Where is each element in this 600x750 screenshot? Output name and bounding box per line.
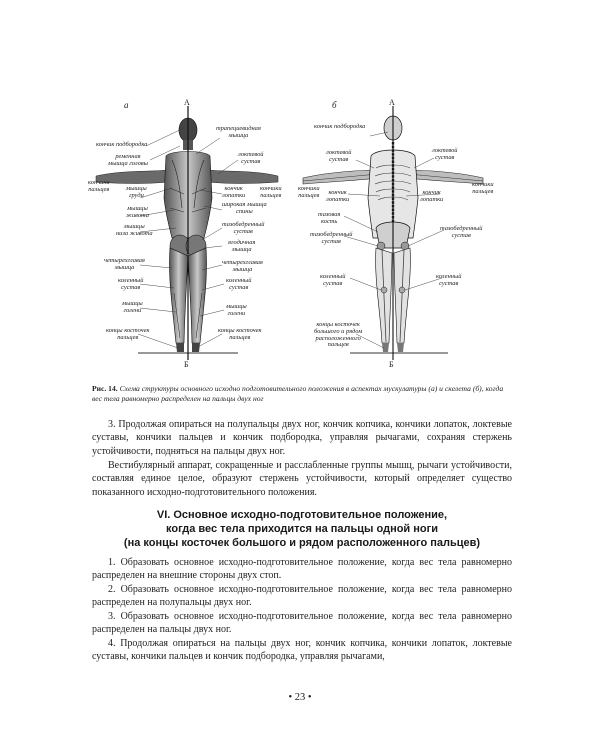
axis-a-top: А (184, 98, 190, 107)
label-a-chin: кончик подбородка (96, 141, 148, 148)
axis-a-bottom: Б (184, 360, 189, 369)
section-heading-line-2: когда вес тела приходится на пальцы одно… (166, 523, 438, 535)
axis-b-bottom: Б (389, 360, 394, 369)
section-heading-line-3: (на концы косточек большого и рядом расп… (123, 537, 481, 549)
section-heading: VI. Основное исходно-подготовительное по… (92, 508, 512, 550)
paragraph-vestibular: Вестибулярный аппарат, сокращенные и рас… (92, 460, 512, 498)
section-heading-line-1: VI. Основное исходно-подготовительное по… (156, 509, 448, 521)
figure-b-skeletal (302, 106, 484, 360)
figure-a-letter: а (124, 100, 129, 110)
paragraph-item-3: 3. Образовать основное исходно-подготови… (92, 611, 512, 636)
paragraph-item-2: 2. Образовать основное исходно-подготови… (92, 584, 512, 609)
figure-a-muscular (95, 106, 279, 360)
caption-label: Рис. 14. (92, 384, 118, 393)
anatomy-figure: а А Б б А Б кончик подбородка трапециеви… (88, 98, 518, 369)
axis-b-top: А (389, 98, 395, 107)
figure-caption: Рис. 14. Схема структуры основного исход… (92, 384, 512, 404)
page-number: • 23 • (288, 692, 312, 703)
label-b-chin: кончик подбородка (314, 123, 366, 130)
paragraph-item-4: 4. Продолжая опираться на пальцы двух но… (92, 638, 512, 663)
figure-b-letter: б (332, 100, 337, 110)
paragraph-item-1: 1. Образовать основное исходно-подготови… (92, 557, 512, 582)
anatomy-illustration (95, 106, 484, 360)
caption-text: Схема структуры основного исходно подгот… (92, 384, 504, 403)
paragraph-step-3: 3. Продолжая опираться на полупальцы дву… (92, 419, 512, 457)
